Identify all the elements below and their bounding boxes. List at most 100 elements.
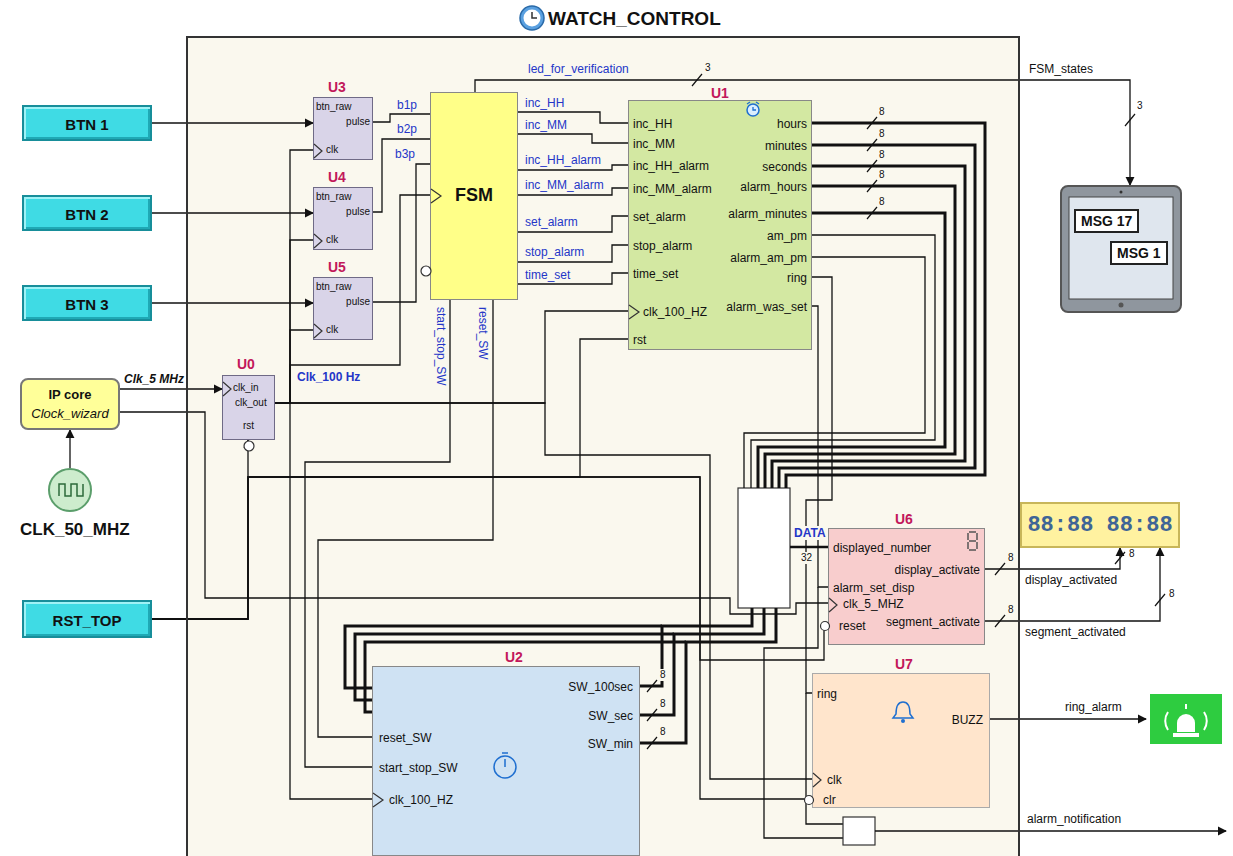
port-label: clk [326,324,338,336]
notification-wire [875,830,1226,831]
bus-width: 8 [1007,552,1015,564]
block-name: U1 [711,85,729,102]
port-label: inc_MM [633,137,675,151]
port-label: clk [326,234,338,246]
signal-wire [152,477,828,660]
port-label: clk_100_HZ [643,305,707,319]
port-label: FSM [455,185,493,207]
signal-wire [518,245,628,262]
siren-icon [1150,694,1222,744]
stopwatch-block: U2reset_SWstart_stop_SWclk_100_HZSW_100s… [372,666,640,856]
signal-wire [373,114,430,122]
bus-width: 8 [878,128,886,140]
port-label: rst [243,420,254,432]
and-gate [843,817,875,845]
signal-wire [152,122,313,123]
signal-name: inc_MM_alarm [524,178,605,192]
signal-name: reset_SW [476,306,490,361]
bus-width-slash [867,139,877,151]
signal-name: start_stop_SW [434,306,448,387]
signal-name: set_alarm [524,215,579,229]
block-name: U0 [237,356,255,373]
signal-name: segment_activated [1024,625,1127,639]
frame-ground [188,38,1018,856]
signal-wire [275,150,313,403]
port-label: MSG 17 [1074,209,1139,233]
bus-width-slash [647,737,657,749]
port-label: btn_raw [316,191,352,203]
bus-width: 8 [878,169,886,181]
button-input: BTN 1 [22,105,152,141]
signal-name: DATA [793,526,827,540]
port-symbol [813,674,991,809]
port-label: ring [787,271,807,285]
port-label: display_activate [895,563,980,577]
port-label: clk_in [233,382,259,394]
bus-width: 8 [878,149,886,161]
block-name: U7 [895,656,913,673]
port-label: segment_activate [886,615,980,629]
button-input: BTN 2 [22,195,152,231]
fsm-block: FSM [430,92,518,300]
clock-divider-block: U0clk_inclk_outrst [222,375,275,440]
signal-wire [120,388,222,389]
bus-width-slash [867,160,877,172]
port-label: minutes [765,139,807,153]
port-label: BTN 3 [65,296,108,314]
port-label: inc_HH_alarm [633,159,709,173]
signal-wire [152,440,248,619]
data-bus [790,546,828,549]
display-driver-block: U6displayed_numberalarm_set_dispclk_5_MH… [828,528,985,645]
signal-name: inc_MM [524,118,568,132]
block-name: U6 [895,511,913,528]
bus-width: 8 [659,669,667,681]
bus-width: 8 [1168,588,1176,600]
buzzer-block: U7ringBUZZclkclr [812,673,990,808]
reset-button: RST_TOP [22,600,152,638]
bus-width-slash [647,709,657,721]
port-label: reset [839,619,866,633]
port-label: pulse [346,206,370,218]
signal-wire [985,548,1120,569]
signal-wire [373,139,430,212]
port-label: Clock_wizard [31,406,108,422]
bus-width: 32 [800,552,813,564]
port-label: alarm_minutes [728,207,807,221]
port-label: rst [633,333,646,347]
watch-control-frame: WATCH_CONTROLU3btn_rawpulseclkU4btn_rawp… [188,38,1018,856]
port-label: BTN 2 [65,206,108,224]
port-label: seconds [762,160,807,174]
block-name: U2 [505,649,523,666]
block-name: WATCH_CONTROL [548,8,721,31]
bus-width-slash [867,117,877,129]
signal-wire [373,164,430,302]
bus-width-slash [867,180,877,192]
port-label: 88:88 88:88 [1027,514,1172,538]
port-label: inc_MM_alarm [633,182,712,196]
signal-name: FSM_states [1028,62,1094,76]
port-label: start_stop_SW [379,761,458,775]
tablet-screen: MSG 17MSG 1 [1060,185,1182,313]
mux-block [738,488,790,608]
signal-name: inc_HH_alarm [524,153,602,167]
port-label: SW_sec [588,709,633,723]
signal-name: b1p [396,98,418,112]
port-label: alarm_am_pm [730,251,807,265]
port-label: SW_min [588,737,633,751]
port-label: clk_5_MHZ [843,597,904,611]
bus-width: 8 [878,196,886,208]
signal-wire [152,302,313,303]
bus-wire [640,608,776,743]
block-name: U3 [328,79,346,96]
signal-name: b3p [394,147,416,161]
port-label: time_set [633,267,678,281]
port-label: SW_100sec [568,680,633,694]
port-label: pulse [346,296,370,308]
signal-wire [985,548,1160,621]
port-label: ring [817,687,837,701]
bus-width-slash [867,207,877,219]
bus-width: 8 [659,726,667,738]
signal-name: alarm_notification [1026,812,1122,826]
signal-wire [152,339,628,619]
title-clock-icon [520,6,544,30]
